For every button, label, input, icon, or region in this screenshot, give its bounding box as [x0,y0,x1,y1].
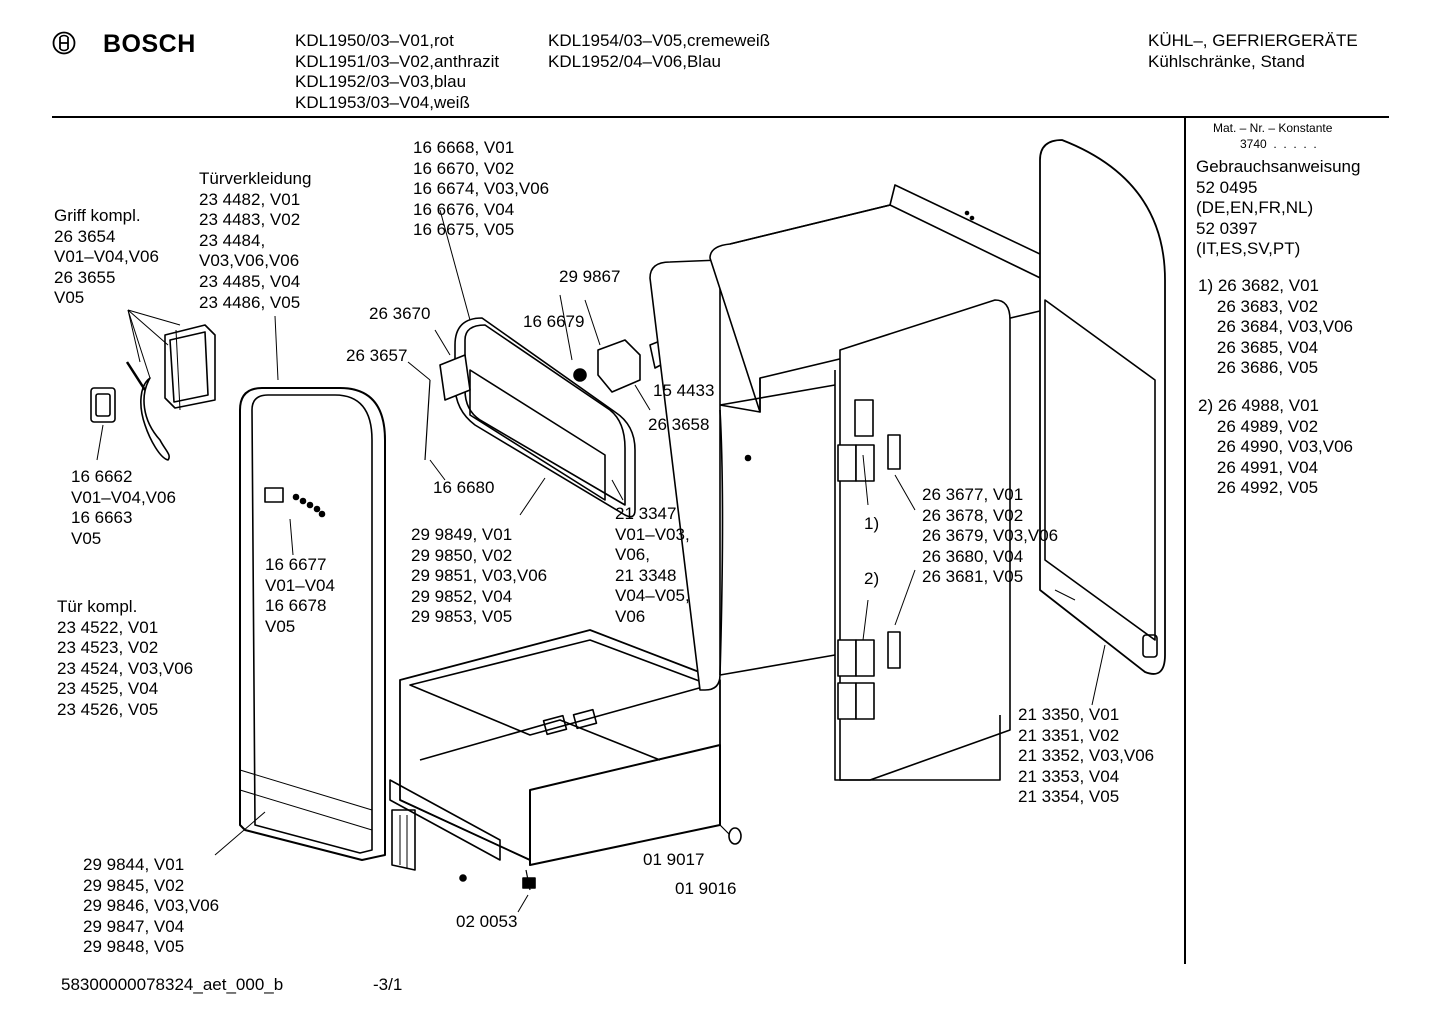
label-299867: 29 9867 [559,267,621,286]
footnote-2: 2) 26 4988, V01 26 4989, V02 26 4990, V0… [1198,396,1354,498]
drawer-assembly [389,629,742,913]
hinges [837,399,916,720]
label-213350: 21 3350, V01 21 3351, V02 21 3352, V03,V… [1018,705,1155,807]
back-panel [1039,139,1166,706]
mat-nr-label: Mat. – Nr. – Konstante [1213,121,1333,135]
footnote-1: 1) 26 3682, V01 26 3683, V02 26 3684, V0… [1198,276,1354,378]
label-ref-1: 1) [864,514,880,533]
label-tuerverkleidung: Türverkleidung 23 4482, V01 23 4483, V02… [199,169,312,312]
page-number: -3/1 [373,975,403,994]
label-griff: Griff kompl. 26 3654 V01–V04,V06 26 3655… [54,206,159,308]
label-020053: 02 0053 [456,912,518,931]
door-assembly [214,315,386,861]
label-166679: 16 6679 [523,312,585,331]
label-166680: 16 6680 [433,478,495,497]
brand-name: BOSCH [103,30,196,58]
header-rule [52,116,1389,118]
label-166677: 16 6677 V01–V04 16 6678 V05 [265,555,335,636]
document-id: 58300000078324_aet_000_b [61,975,284,994]
category-title: KÜHL–, GEFRIERGERÄTE Kühlschränke, Stand [1148,31,1358,71]
mat-nr-value: 3740 . . . . . [1240,137,1317,151]
model-list-2: KDL1954/03–V05,cremeweiß KDL1952/04–V06,… [548,31,771,71]
cabinet-body [649,184,1066,781]
label-263670: 26 3670 [369,304,431,323]
label-019016: 01 9016 [675,879,737,898]
label-299844: 29 9844, V01 29 9845, V02 29 9846, V03,V… [83,855,220,957]
label-166668: 16 6668, V01 16 6670, V02 16 6674, V03,V… [413,138,550,240]
label-263658: 26 3658 [648,415,710,434]
label-299849: 29 9849, V01 29 9850, V02 29 9851, V03,V… [411,525,548,627]
manual-info: Gebrauchsanweisung 52 0495 (DE,EN,FR,NL)… [1196,157,1361,259]
label-ref-2: 2) [864,569,880,588]
handle-assembly [90,309,216,461]
label-166662: 16 6662 V01–V04,V06 16 6663 V05 [71,467,176,548]
label-263677: 26 3677, V01 26 3678, V02 26 3679, V03,V… [922,485,1059,587]
label-213347: 21 3347 V01–V03, V06, 21 3348 V04–V05, V… [615,504,690,626]
label-154433: 15 4433 [653,381,715,400]
side-panel-divider [1184,116,1186,964]
label-263657: 26 3657 [346,346,408,365]
label-019017: 01 9017 [643,850,705,869]
model-list-1: KDL1950/03–V01,rot KDL1951/03–V02,anthra… [295,31,500,112]
bosch-armature-logo-icon [52,31,76,55]
flap-assembly [407,209,691,518]
label-tuer-kompl: Tür kompl. 23 4522, V01 23 4523, V02 23 … [57,597,194,719]
